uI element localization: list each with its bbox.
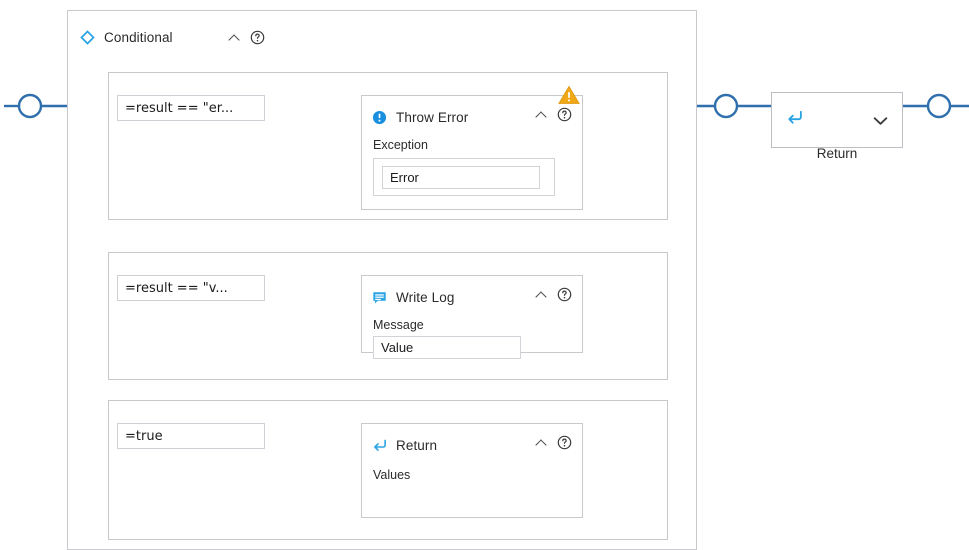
error-info-icon	[372, 110, 387, 125]
merge-connector-circle	[713, 93, 739, 119]
node-header-tools	[536, 435, 572, 450]
conditional-header-tools	[229, 26, 265, 48]
field-value-input[interactable]: Value	[373, 336, 521, 359]
field-outer-frame: Error	[373, 158, 555, 196]
activity-node-write-log[interactable]: Write Log Message Value	[361, 275, 583, 359]
chevron-up-icon[interactable]	[229, 32, 240, 43]
exit-connector-circle	[926, 93, 952, 119]
help-circle-icon[interactable]	[557, 107, 572, 122]
field-label: Values	[373, 468, 411, 482]
branch-row[interactable]: =result == "v... Write Log	[108, 252, 668, 380]
chevron-down-icon[interactable]	[873, 113, 888, 131]
field-label: Exception	[373, 138, 428, 152]
conditional-header: Conditional	[80, 26, 173, 48]
branch-row[interactable]: =result == "er... Throw Error	[108, 72, 668, 220]
condition-expression-field[interactable]: =result == "v...	[117, 275, 265, 301]
help-circle-icon[interactable]	[250, 30, 265, 45]
condition-expression-field[interactable]: =true	[117, 423, 265, 449]
node-header: Write Log	[372, 286, 574, 308]
help-circle-icon[interactable]	[557, 435, 572, 450]
log-message-icon	[372, 290, 387, 305]
activity-node-throw-error[interactable]: Throw Error	[361, 85, 583, 210]
return-arrow-icon	[786, 109, 803, 131]
conditional-title: Conditional	[104, 29, 173, 45]
field-label: Message	[373, 318, 424, 332]
help-circle-icon[interactable]	[557, 287, 572, 302]
node-header-tools	[536, 107, 572, 122]
node-header: Return	[372, 434, 574, 456]
node-header: Throw Error	[372, 106, 574, 128]
node-title: Throw Error	[396, 109, 469, 125]
branch-row[interactable]: =true Return	[108, 400, 668, 540]
chevron-up-icon[interactable]	[536, 109, 547, 120]
field-value-input[interactable]: Error	[382, 166, 540, 189]
return-arrow-icon	[372, 438, 387, 453]
warning-triangle-icon[interactable]	[558, 85, 580, 105]
condition-expression-field[interactable]: =result == "er...	[117, 95, 265, 121]
entry-connector-circle	[17, 93, 43, 119]
node-title: Return	[396, 437, 438, 453]
return-node-collapsed[interactable]	[771, 92, 903, 148]
chevron-up-icon[interactable]	[536, 437, 547, 448]
node-title: Write Log	[396, 289, 455, 305]
node-header-tools	[536, 287, 572, 302]
return-node-label: Return	[816, 146, 858, 161]
diamond-icon	[80, 29, 95, 45]
activity-node-return[interactable]: Return Values	[361, 423, 583, 518]
chevron-up-icon[interactable]	[536, 289, 547, 300]
